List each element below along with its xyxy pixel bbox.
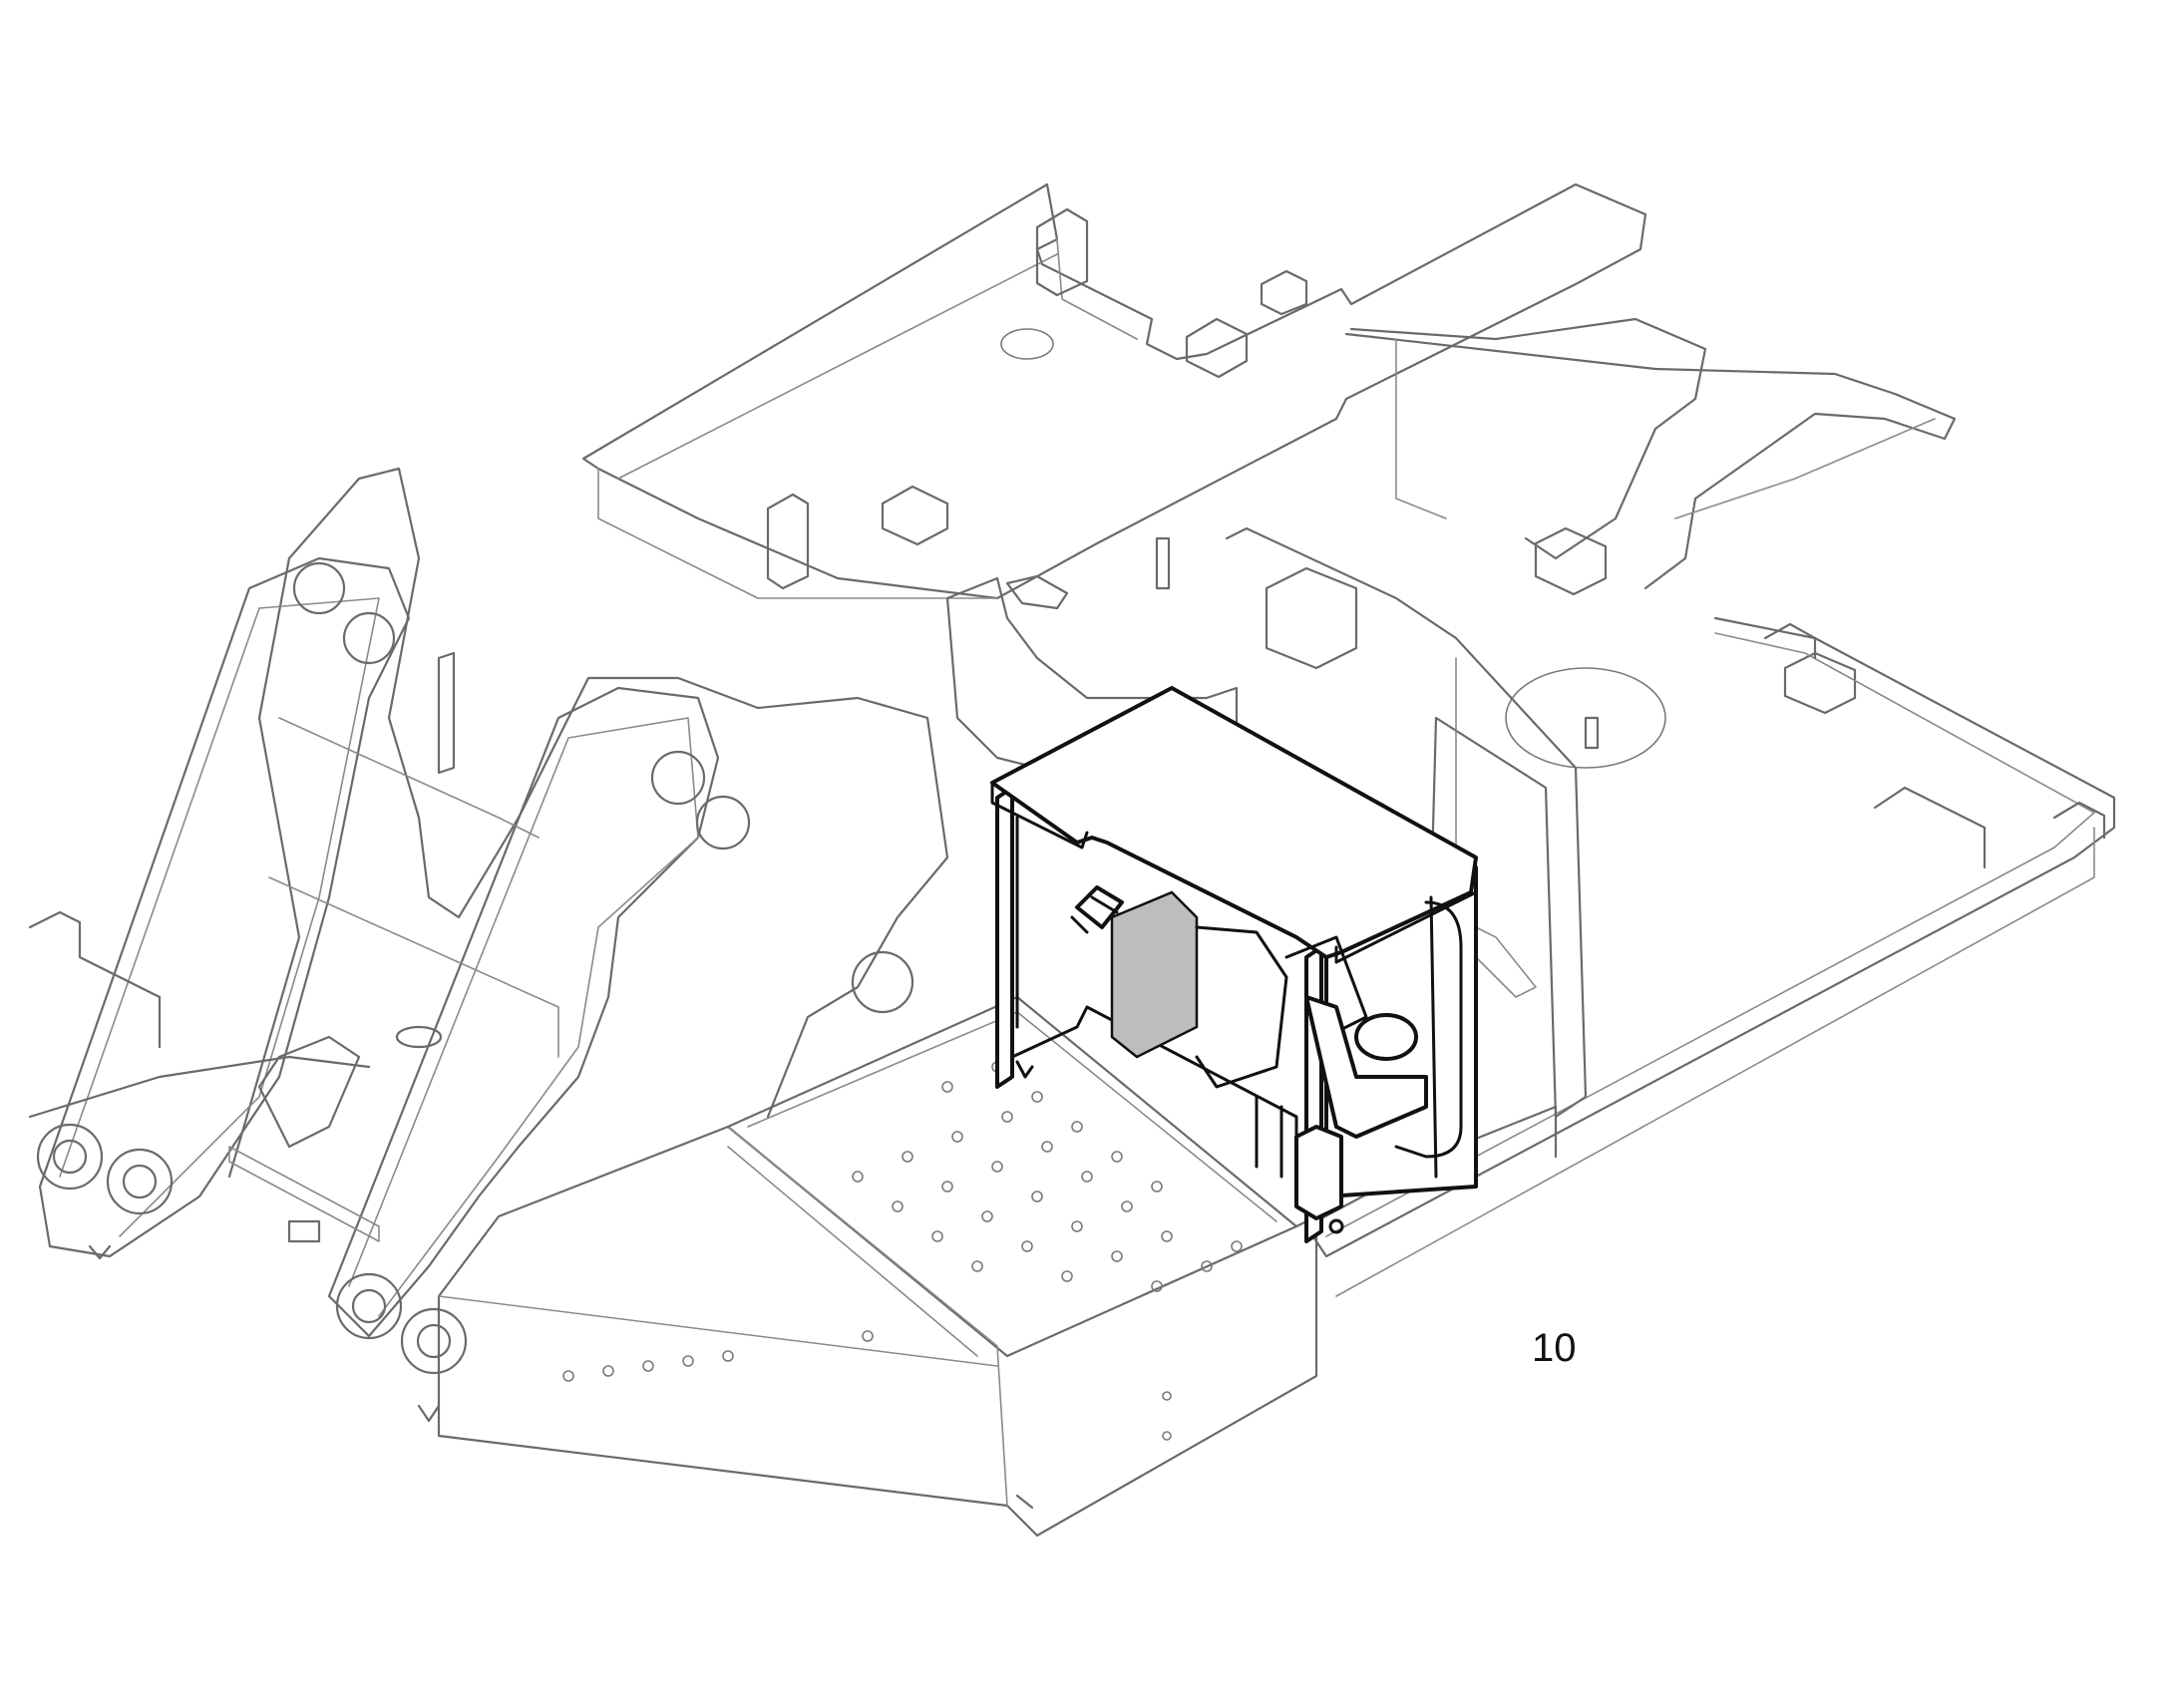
deck-holes	[562, 1061, 1243, 1441]
rear-frame	[581, 182, 1957, 769]
callout-number: 10	[1532, 1326, 1577, 1370]
frame-feet	[88, 1244, 1034, 1510]
highlighted-component-10	[990, 686, 1478, 1243]
loader-tower	[28, 467, 949, 1375]
front-deck	[437, 995, 1318, 1537]
